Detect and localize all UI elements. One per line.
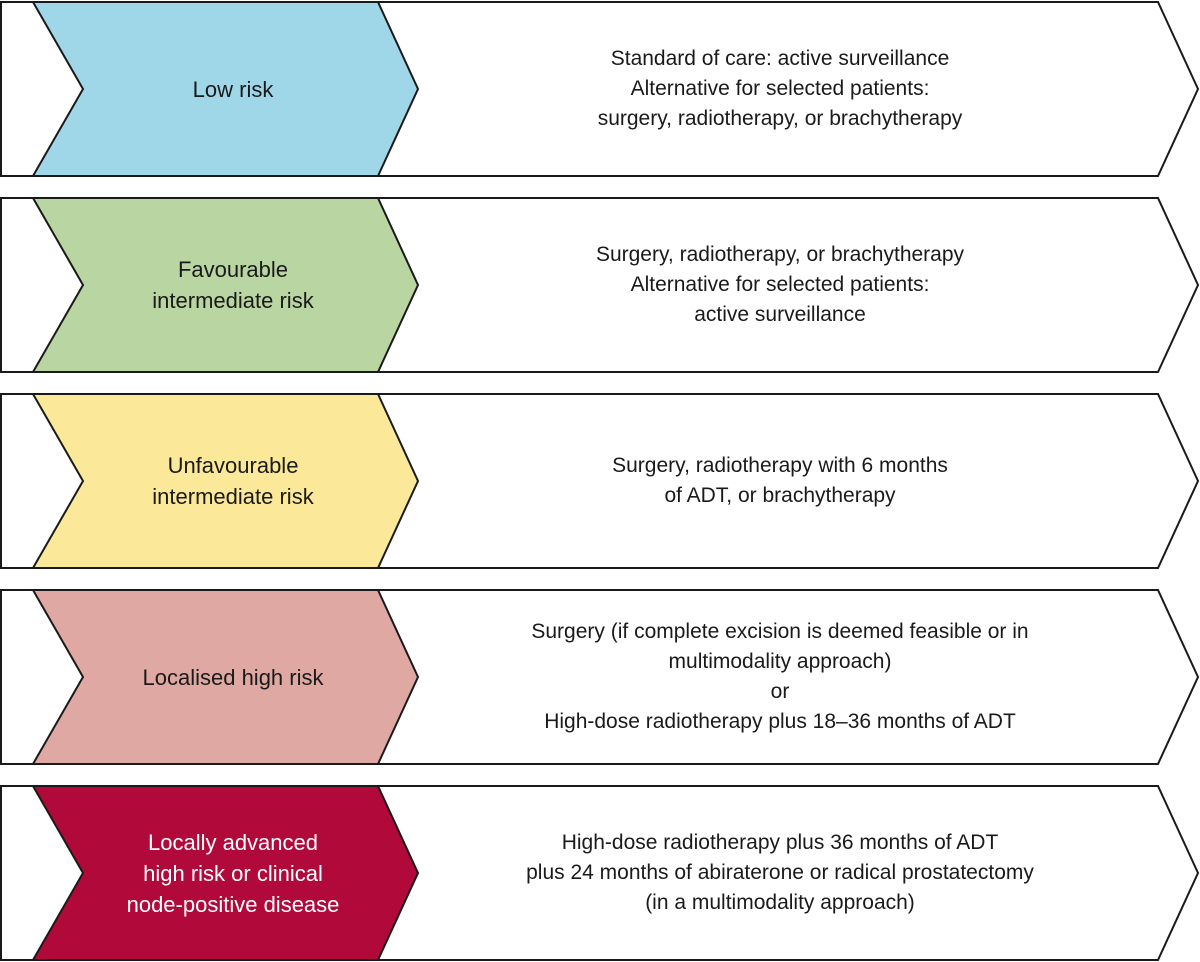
treatment-line: plus 24 months of abiraterone or radical… [526,861,1034,884]
treatment-description: High-dose radiotherapy plus 36 months of… [440,786,1120,960]
treatment-description: Surgery (if complete excision is deemed … [440,590,1120,764]
treatment-line: or [770,680,790,703]
treatment-line: Alternative for selected patients: [630,77,930,100]
treatment-line: of ADT, or brachytherapy [664,484,896,507]
risk-label-line: intermediate risk [152,288,314,313]
risk-label: Favourable intermediate risk [88,198,378,372]
treatment-line: active surveillance [694,303,866,326]
risk-label-line: node-positive disease [126,891,340,917]
risk-label: Unfavourable intermediate risk [88,394,378,568]
treatment-line: Surgery (if complete excision is deemed … [531,620,1029,643]
risk-label-line: Favourable [177,257,289,282]
treatment-line: Standard of care: active surveillance [610,47,950,70]
risk-chevron [31,785,420,961]
risk-label-line: intermediate risk [152,484,314,509]
treatment-line: multimodality approach) [668,650,892,673]
risk-label: Low risk [88,2,378,176]
treatment-line: Surgery, radiotherapy, or brachytherapy [595,243,965,266]
treatment-description: Surgery, radiotherapy with 6 months of AD… [440,394,1120,568]
risk-label-line: Localised high risk [142,664,324,690]
treatment-line: Surgery, radiotherapy with 6 months [612,454,948,477]
risk-chevron [31,589,420,765]
treatment-line: (in a multimodality approach) [645,891,915,914]
risk-label: Locally advanced high risk or clinical nod… [88,786,378,960]
treatment-line: High-dose radiotherapy plus 18–36 months… [544,710,1016,733]
treatment-line: surgery, radiotherapy, or brachytherapy [597,107,963,130]
risk-label-line: Locally advanced [147,829,318,855]
risk-label-line: Low risk [192,76,274,102]
risk-chevron [31,393,420,569]
risk-label-line: Unfavourable [167,453,299,478]
treatment-line: Alternative for selected patients: [630,273,930,296]
risk-label-line: high risk or clinical [143,860,323,886]
risk-chevron [31,197,420,373]
risk-chevron [31,1,420,177]
risk-label: Localised high risk [88,590,378,764]
treatment-line: High-dose radiotherapy plus 36 months of… [561,831,999,854]
